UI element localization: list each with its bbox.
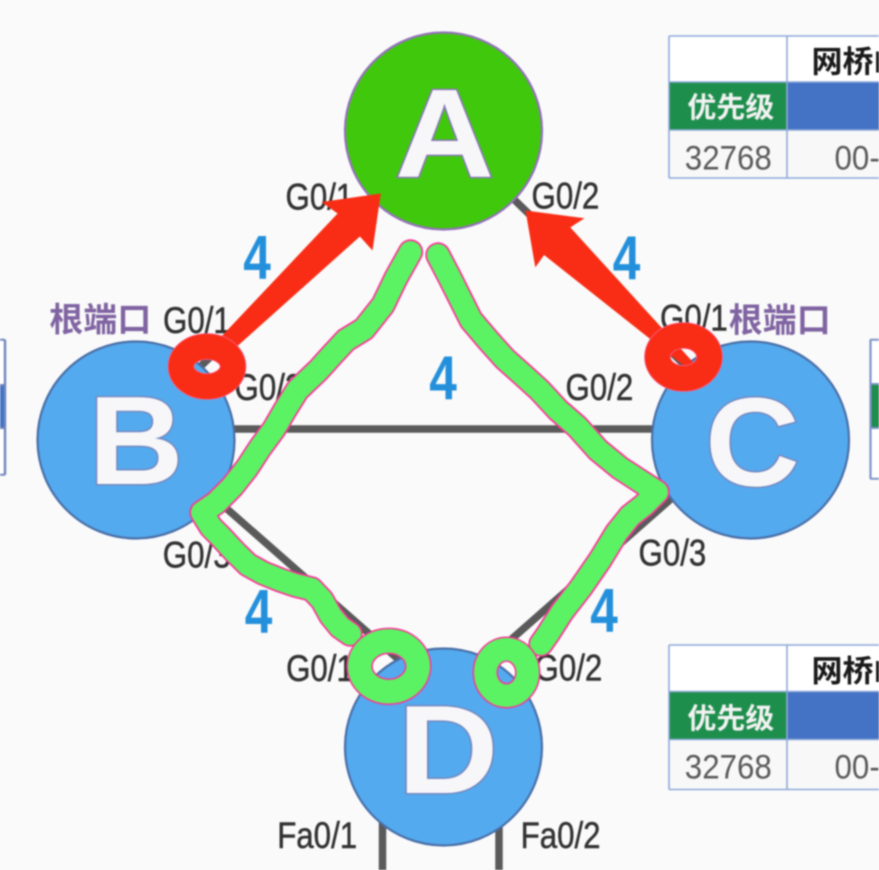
svg-text:G0/1: G0/1 [163, 301, 231, 342]
svg-text:4: 4 [243, 222, 271, 292]
svg-text:G0/2: G0/2 [566, 368, 634, 409]
svg-text:ID: ID [874, 45, 879, 80]
svg-text:C: C [705, 373, 800, 513]
svg-text:G0/3: G0/3 [639, 533, 707, 574]
svg-text:00-13: 00-13 [835, 138, 879, 177]
svg-text:00-13: 00-13 [835, 747, 879, 786]
svg-text:32768: 32768 [685, 747, 772, 786]
svg-text:ID: ID [874, 654, 879, 689]
svg-text:A: A [395, 63, 494, 204]
svg-text:32768: 32768 [685, 138, 772, 177]
svg-text:4: 4 [429, 343, 457, 413]
svg-text:Fa0/1: Fa0/1 [277, 816, 357, 857]
svg-text:D: D [397, 679, 498, 820]
svg-text:Fa0/2: Fa0/2 [521, 816, 601, 857]
svg-text:G0/2: G0/2 [532, 176, 600, 217]
svg-text:G0/1: G0/1 [286, 649, 354, 690]
svg-text:B: B [88, 371, 183, 512]
